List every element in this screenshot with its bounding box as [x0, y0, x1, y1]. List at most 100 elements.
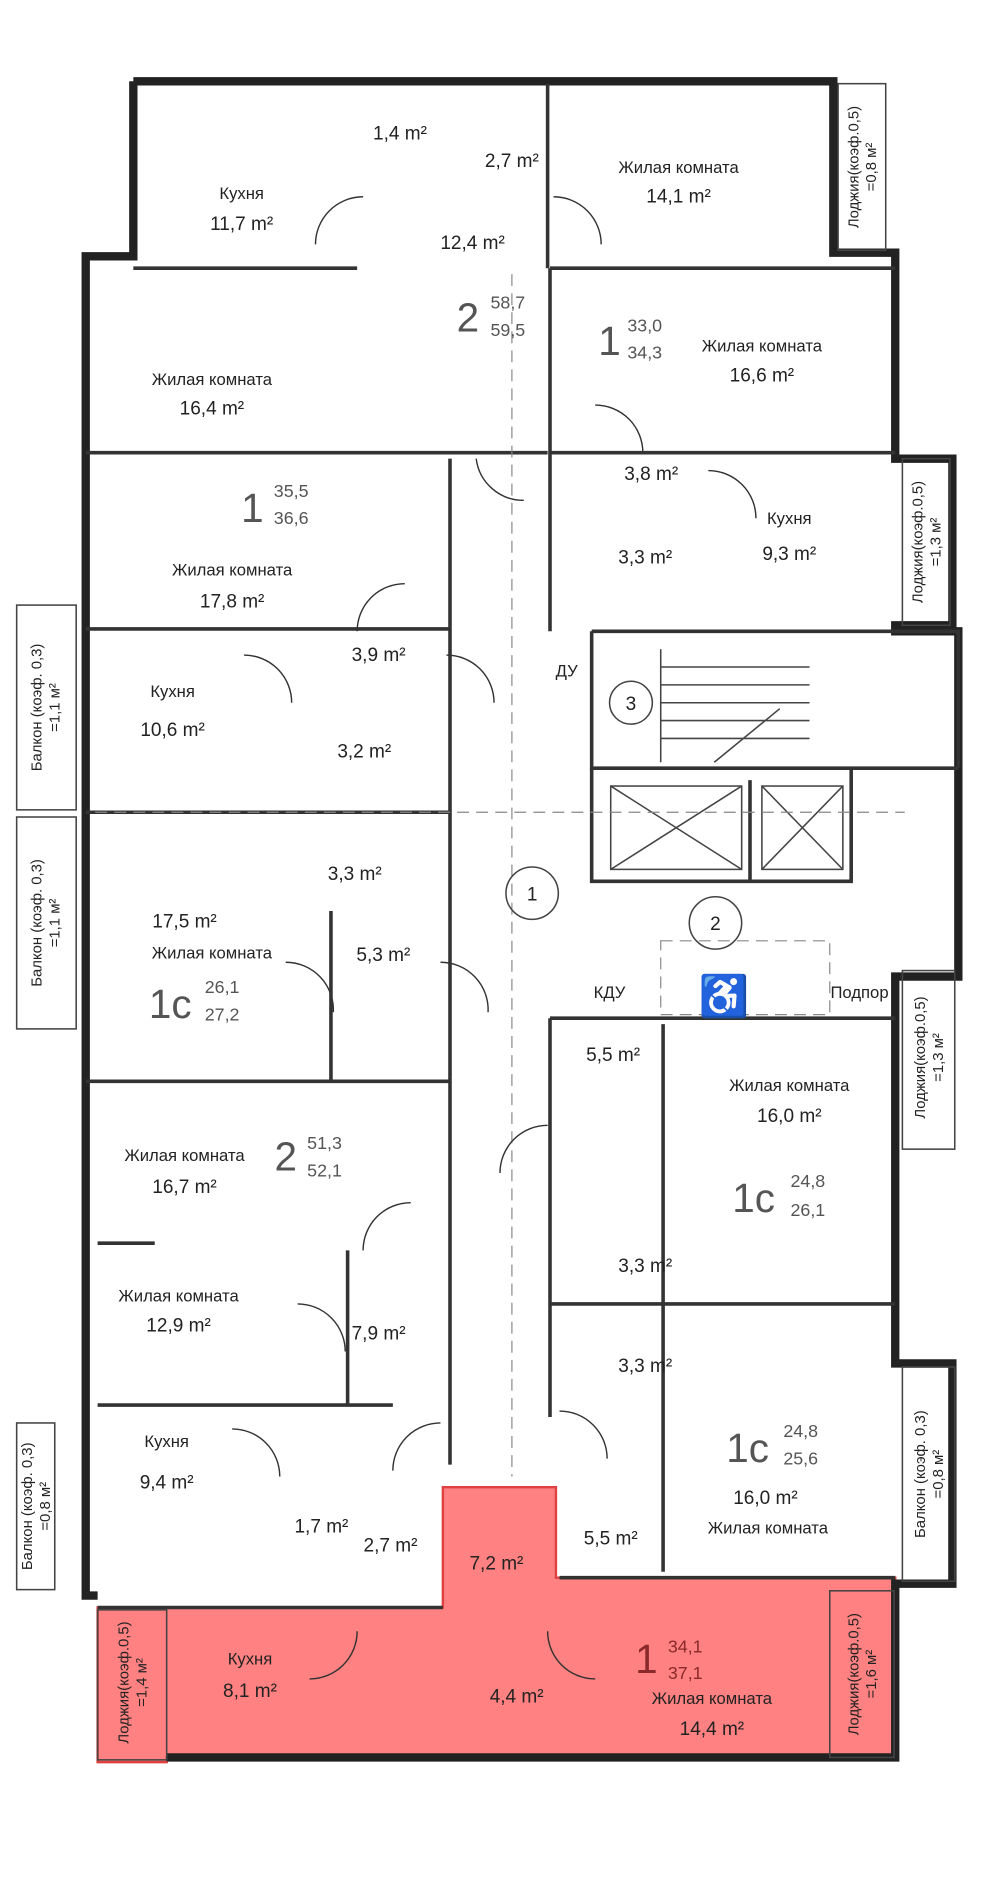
- plan-label: 34,3: [627, 343, 662, 363]
- plan-label: Балкон (коэф. 0,3): [30, 644, 46, 772]
- plan-label: 3,8 m²: [624, 464, 678, 485]
- plan-label: 26,1: [205, 977, 240, 997]
- plan-label: 1с: [149, 981, 192, 1027]
- loggia-top-right: Лоджия(коэф.0,5) =0,8 м²: [846, 106, 880, 228]
- kdu-label: КДУ: [594, 983, 626, 1002]
- plan-label: 3,3 m²: [618, 1256, 672, 1277]
- elevator-2: [761, 785, 844, 871]
- walls: [81, 77, 963, 1762]
- circle-marker-lift-hall: 2: [688, 895, 743, 950]
- plan-label: 16,0 m²: [757, 1106, 822, 1127]
- plan-label: 5,5 m²: [586, 1045, 640, 1066]
- plan-label: 59,5: [490, 320, 525, 340]
- plan-label: Кухня: [144, 1432, 189, 1451]
- plan-label: 25,6: [783, 1449, 818, 1469]
- plan-label: 1: [241, 485, 264, 531]
- plan-label: 12,9 m²: [146, 1315, 211, 1336]
- plan-label: =1,6 м²: [864, 1650, 880, 1699]
- plan-label: 24,8: [783, 1421, 818, 1441]
- elevator-1: [609, 785, 743, 871]
- plan-label: =1,1 м²: [48, 683, 64, 732]
- plan-label: 1с: [732, 1175, 775, 1221]
- plan-label: 17,5 m²: [152, 912, 217, 933]
- apartment-1c-left[interactable]: 3,3 m² 17,5 m² Жилая комната 5,3 m² 1с 2…: [149, 864, 410, 1027]
- apartment-2-bottom[interactable]: Жилая комната 16,7 m² 2 51,3 52,1 Жилая …: [118, 1133, 417, 1556]
- plan-label: 27,2: [205, 1005, 240, 1025]
- plan-label: 1с: [726, 1425, 769, 1471]
- plan-label: =0,8 м²: [864, 143, 880, 192]
- plan-label: Кухня: [150, 682, 195, 701]
- plan-label: 1: [635, 1636, 658, 1682]
- plan-label: 2: [274, 1134, 297, 1180]
- plan-label: Лоджия(коэф.0,5): [846, 1613, 862, 1735]
- apartment-1c-right-bottom[interactable]: 3,3 m² 1с 24,8 25,6 16,0 m² Жилая комнат…: [584, 1356, 829, 1550]
- plan-label: 3,2 m²: [337, 741, 391, 762]
- plan-label: Балкон (коэф. 0,3): [20, 1442, 36, 1570]
- plan-label: Жилая комната: [618, 158, 739, 177]
- plan-label: Кухня: [767, 509, 812, 528]
- plan-label: 14,4 m²: [680, 1719, 745, 1740]
- plan-label: Жилая комната: [152, 370, 273, 389]
- plan-label: Балкон (коэф. 0,3): [913, 1410, 929, 1538]
- plan-label: Лоджия(коэф.0,5): [913, 996, 929, 1118]
- plan-label: Жилая комната: [118, 1287, 239, 1306]
- plan-label: =1,1 м²: [48, 899, 64, 948]
- plan-label: =1,3 м²: [931, 1033, 947, 1082]
- loggia-highlighted-left: Лоджия(коэф.0,5) =1,4 м²: [117, 1621, 151, 1743]
- plan-label: =1,3 м²: [928, 518, 944, 567]
- plan-label: 37,1: [668, 1663, 703, 1683]
- lift-hall-number: 2: [710, 914, 721, 935]
- apartment-1c-right-middle[interactable]: 5,5 m² Жилая комната 16,0 m² 1с 24,8 26,…: [586, 1045, 850, 1277]
- plan-label: Лоджия(коэф.0,5): [117, 1621, 133, 1743]
- apartment-1-highlighted[interactable]: 7,2 m² Кухня 8,1 m² 4,4 m² 1 34,1 37,1 Ж…: [223, 1553, 773, 1739]
- plan-label: 5,3 m²: [356, 945, 410, 966]
- plan-label: 7,2 m²: [469, 1553, 523, 1574]
- plan-label: Жилая комната: [124, 1146, 245, 1165]
- loggia-right-1: Лоджия(коэф.0,5) =1,3 м²: [911, 481, 945, 603]
- balcony-right: Балкон (коэф. 0,3) =0,8 м²: [913, 1410, 947, 1538]
- plan-label: 58,7: [490, 293, 525, 313]
- plan-label: 4,4 m²: [490, 1687, 544, 1708]
- doors: [232, 196, 757, 1680]
- plan-label: Жилая комната: [729, 1076, 850, 1095]
- plan-label: 52,1: [307, 1161, 342, 1181]
- apartment-1-left[interactable]: 1 35,5 36,6 Жилая комната 17,8 m² 3,9 m²…: [140, 481, 405, 763]
- plan-label: 16,6 m²: [730, 365, 795, 386]
- plan-label: 9,3 m²: [762, 544, 816, 565]
- plan-label: 11,7 m²: [210, 214, 273, 235]
- loggia-right-2: Лоджия(коэф.0,5) =1,3 м²: [913, 996, 947, 1118]
- balconies: [15, 82, 956, 1761]
- balcony-left-1: Балкон (коэф. 0,3) =1,1 м²: [30, 644, 64, 772]
- plan-label: 16,0 m²: [733, 1488, 798, 1509]
- plan-label: 34,1: [668, 1637, 703, 1657]
- plan-label: Жилая комната: [152, 944, 273, 963]
- plan-label: =0,8 м²: [931, 1450, 947, 1499]
- plan-label: 16,4 m²: [180, 399, 245, 420]
- plan-label: 12,4 m²: [440, 233, 505, 254]
- plan-label: 16,7 m²: [152, 1177, 217, 1198]
- plan-label: 36,6: [274, 508, 309, 528]
- plan-label: 1: [598, 318, 621, 364]
- plan-label: Жилая комната: [708, 1519, 829, 1538]
- plan-label: Лоджия(коэф.0,5): [846, 106, 862, 228]
- podpor-label: Подпор: [830, 983, 888, 1002]
- apartment-2-top[interactable]: Кухня 11,7 m² 1,4 m² 2,7 m² 12,4 m² Жила…: [152, 124, 740, 420]
- plan-label: 33,0: [627, 315, 662, 335]
- plan-label: 2: [457, 294, 480, 340]
- plan-label: 3,9 m²: [352, 645, 406, 666]
- corridor-number: 1: [527, 884, 538, 905]
- plan-label: 14,1 m²: [646, 187, 711, 208]
- plan-label: 17,8 m²: [200, 591, 265, 612]
- plan-label: 3,3 m²: [618, 547, 672, 568]
- plan-label: 9,4 m²: [140, 1472, 194, 1493]
- plan-label: Жилая комната: [652, 1689, 773, 1708]
- plan-label: Лоджия(коэф.0,5): [911, 481, 927, 603]
- circle-marker-corridor: 1: [505, 866, 560, 921]
- apartment-1-top-right[interactable]: 1 33,0 34,3 Жилая комната 16,6 m² 3,8 m²…: [598, 315, 823, 568]
- plan-label: 1,7 m²: [294, 1516, 348, 1537]
- plan-label: 1,4 m²: [373, 124, 427, 145]
- plan-label: 26,1: [790, 1200, 825, 1220]
- balcony-left-3: Балкон (коэф. 0,3) =0,8 м²: [20, 1442, 54, 1570]
